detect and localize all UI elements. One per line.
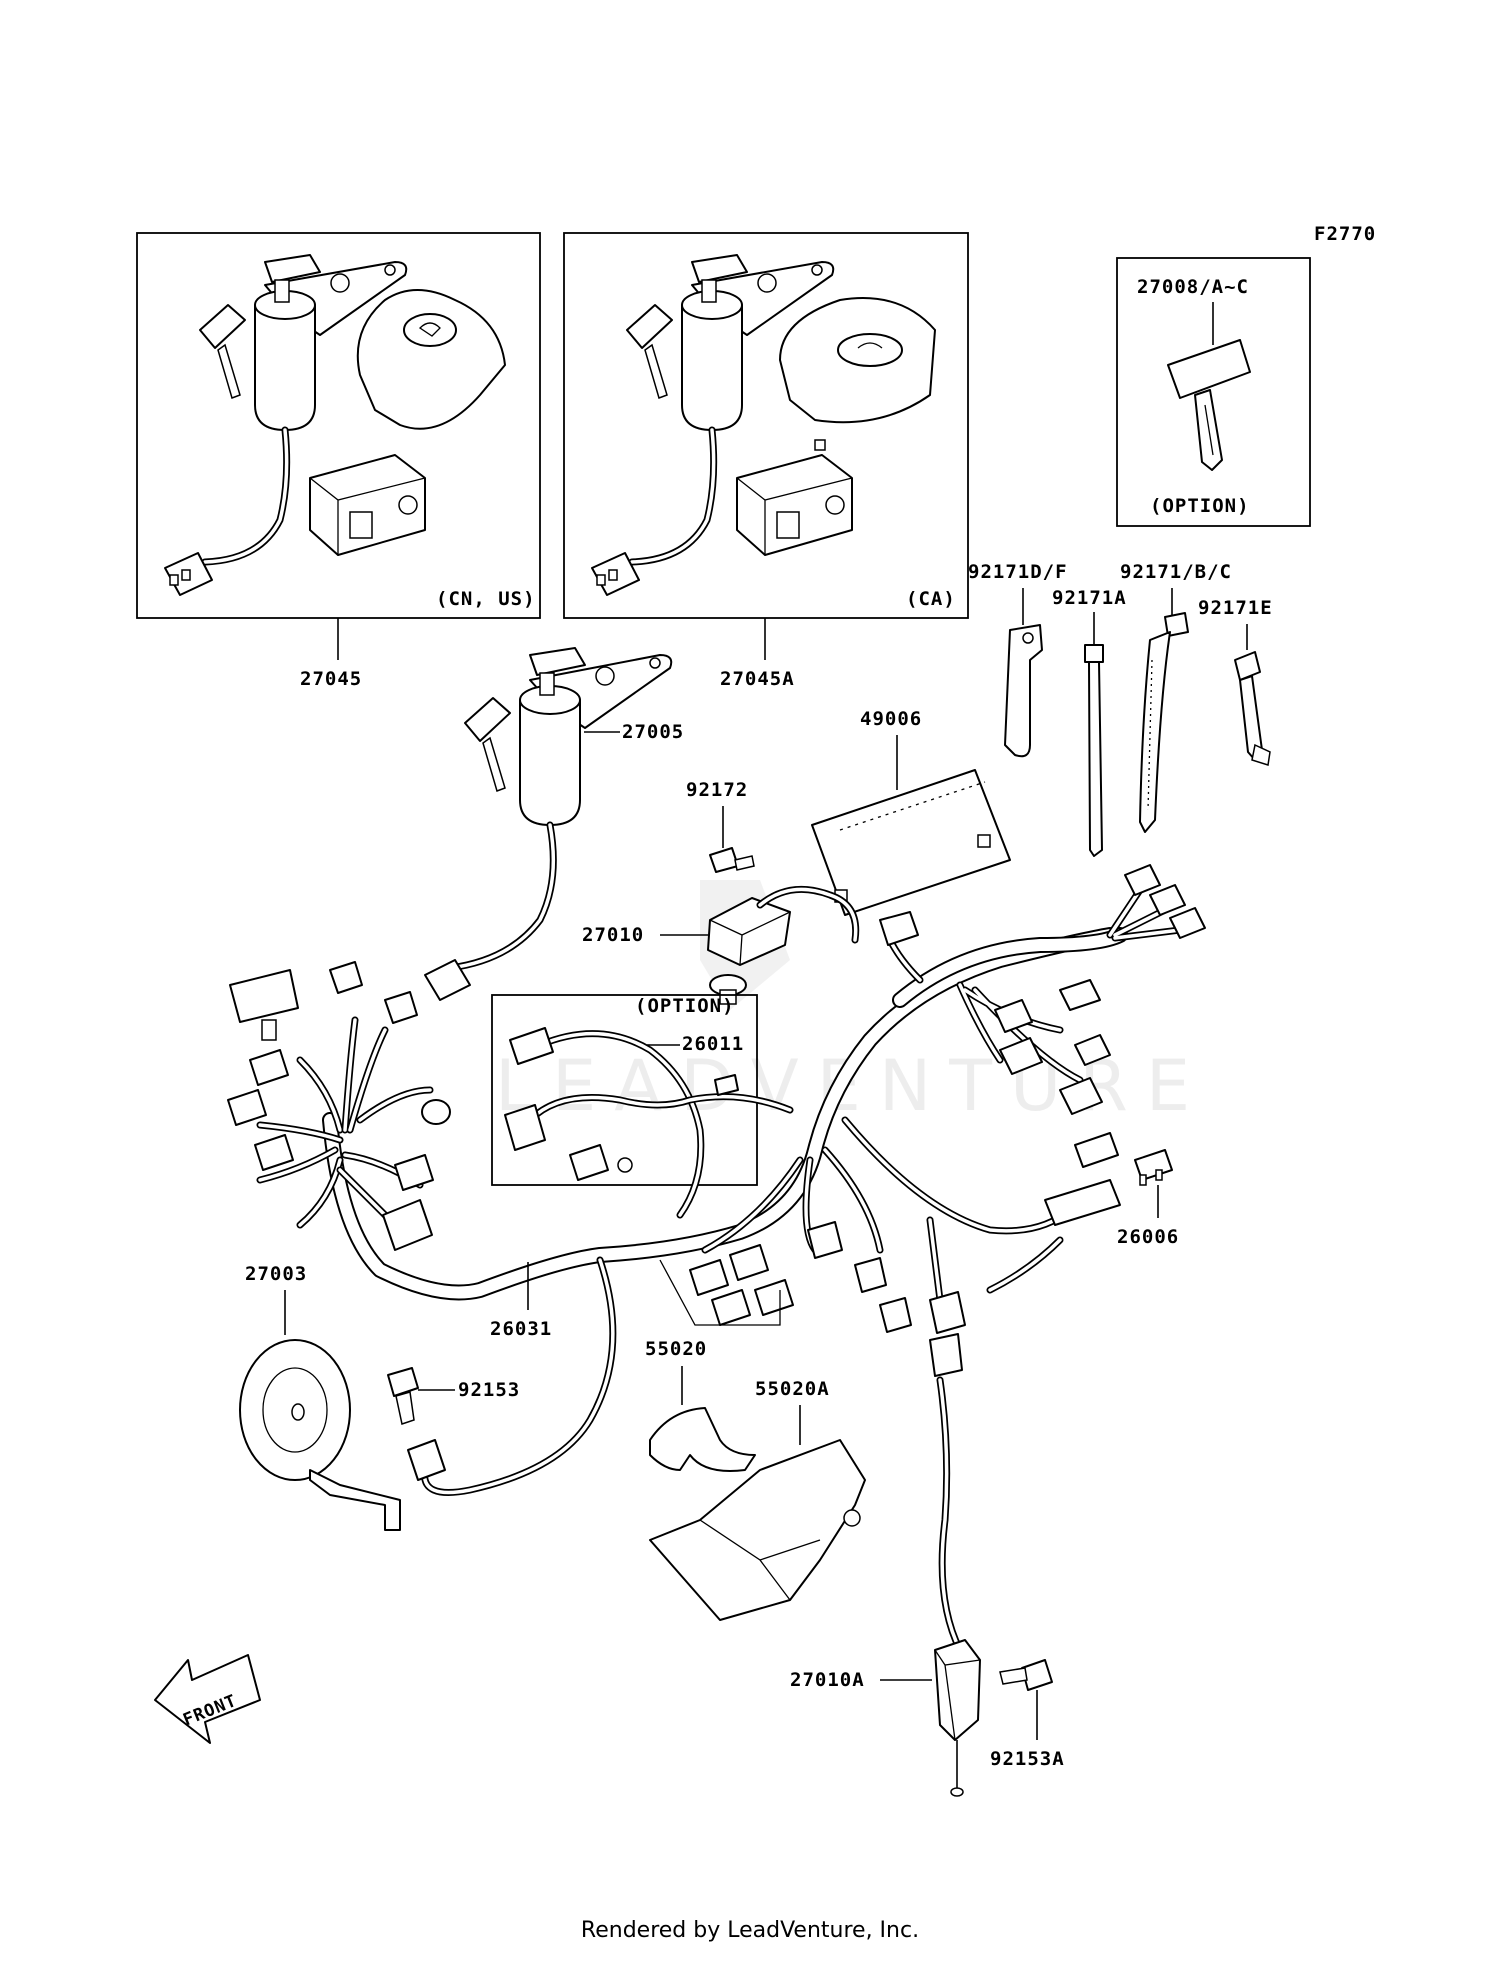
bracket-55020A (649, 1439, 866, 1621)
switch-27010 (707, 885, 860, 1005)
label-region-cn-us: (CN, US) (436, 588, 536, 610)
label-92153: 92153 (458, 1379, 520, 1401)
bolt-92153A (999, 1659, 1053, 1691)
key-blank-icon (1167, 339, 1251, 471)
label-92153A: 92153A (990, 1748, 1065, 1770)
label-27008: 27008/A~C (1137, 276, 1249, 298)
clamp-92171DF (1004, 624, 1043, 758)
label-sheet-49006 (811, 769, 1011, 916)
connector-cluster-center (659, 1244, 794, 1326)
cable-tie-92171A (1084, 644, 1104, 857)
footer-credit: Rendered by LeadVenture, Inc. (580, 1918, 920, 1943)
ignition-switch-27005 (424, 647, 673, 1001)
ignition-switch-assembly-right (591, 254, 936, 596)
label-harness-option: (OPTION) (635, 995, 735, 1017)
label-key-option: (OPTION) (1150, 495, 1250, 517)
bolt-92153 (387, 1367, 419, 1425)
label-27005: 27005 (622, 721, 684, 743)
sub-harness-26011 (504, 1027, 794, 1219)
box-harness-option (491, 994, 758, 1186)
clamp-92171E (1234, 651, 1271, 766)
label-27045A: 27045A (720, 668, 795, 690)
fuse-26006 (1134, 1149, 1173, 1186)
label-27045: 27045 (300, 668, 362, 690)
label-region-ca: (CA) (906, 588, 956, 610)
cover-55020 (649, 1407, 756, 1472)
label-92172: 92172 (686, 779, 748, 801)
label-49006: 49006 (860, 708, 922, 730)
label-27010A: 27010A (790, 1669, 865, 1691)
cable-tie-92171BC (1139, 612, 1189, 833)
label-27003: 27003 (245, 1263, 307, 1285)
bolt-92172 (709, 847, 755, 873)
label-27010: 27010 (582, 924, 644, 946)
box-key-option (1116, 257, 1311, 527)
label-92171DF: 92171D/F (968, 561, 1068, 583)
label-26031: 26031 (490, 1318, 552, 1340)
label-92171E: 92171E (1198, 597, 1273, 619)
horn-27003 (239, 1339, 401, 1531)
label-55020: 55020 (645, 1338, 707, 1360)
front-direction-arrow: FRONT (154, 1654, 261, 1744)
label-55020A: 55020A (755, 1378, 830, 1400)
box-ca (563, 232, 969, 619)
figure-code: F2770 (1314, 223, 1376, 245)
ignition-switch-assembly-left (164, 254, 506, 596)
label-92171BC: 92171/B/C (1120, 561, 1232, 583)
switch-27010A (934, 1639, 981, 1797)
label-26006: 26006 (1117, 1226, 1179, 1248)
main-wiring-harness-26031 (227, 864, 1206, 1654)
label-92171A: 92171A (1052, 587, 1127, 609)
label-26011: 26011 (682, 1033, 744, 1055)
